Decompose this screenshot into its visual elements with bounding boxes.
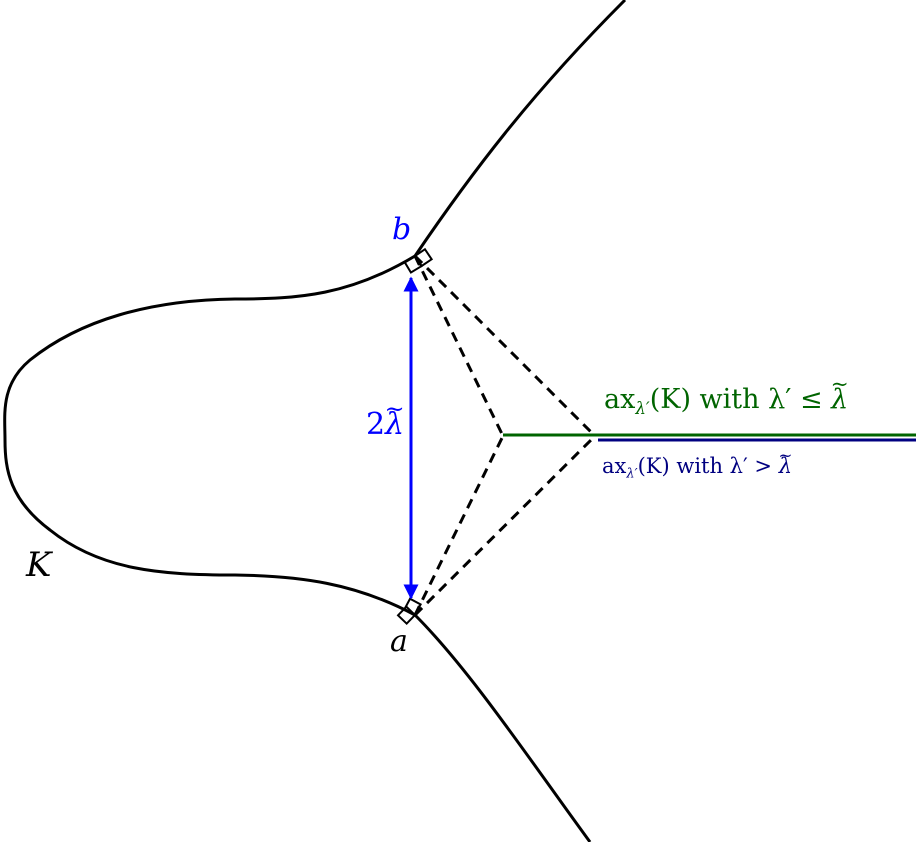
dashed-a-to-outer-point [413,434,597,617]
distance-label-prefix: 2 [366,407,386,442]
curve-k-upper-branch [413,0,627,257]
distance-label-symbol: λ [385,410,404,440]
blue-axis-label: axλ′(K) with λ′ > λ [602,456,792,481]
label-a: a [390,624,408,659]
dashed-b-to-inner-point [413,255,505,437]
blue-axis-label-tail: λ [779,456,792,477]
green-axis-label-prefix: ax [604,384,636,415]
dashed-b-to-outer-point [413,254,597,438]
green-axis-label-sub: λ′ [635,397,650,418]
green-axis-label-tail: λ [831,386,848,413]
blue-axis-label-sub: λ′ [626,466,638,482]
blue-axis-label-middle: (K) with λ′ > [637,454,779,478]
label-b: b [392,212,412,247]
green-axis-label-middle: (K) with λ′ ≤ [649,384,832,415]
distance-label: 2λ [366,410,404,440]
blue-axis-label-prefix: ax [602,454,627,478]
green-axis-label: axλ′(K) with λ′ ≤ λ [604,386,848,417]
curve-k-lobe [3,254,416,617]
curve-k-lower-branch [413,613,592,842]
dashed-a-to-inner-point [413,435,505,616]
label-k: K [26,545,52,585]
right-angle-marker-a-right [396,605,417,626]
